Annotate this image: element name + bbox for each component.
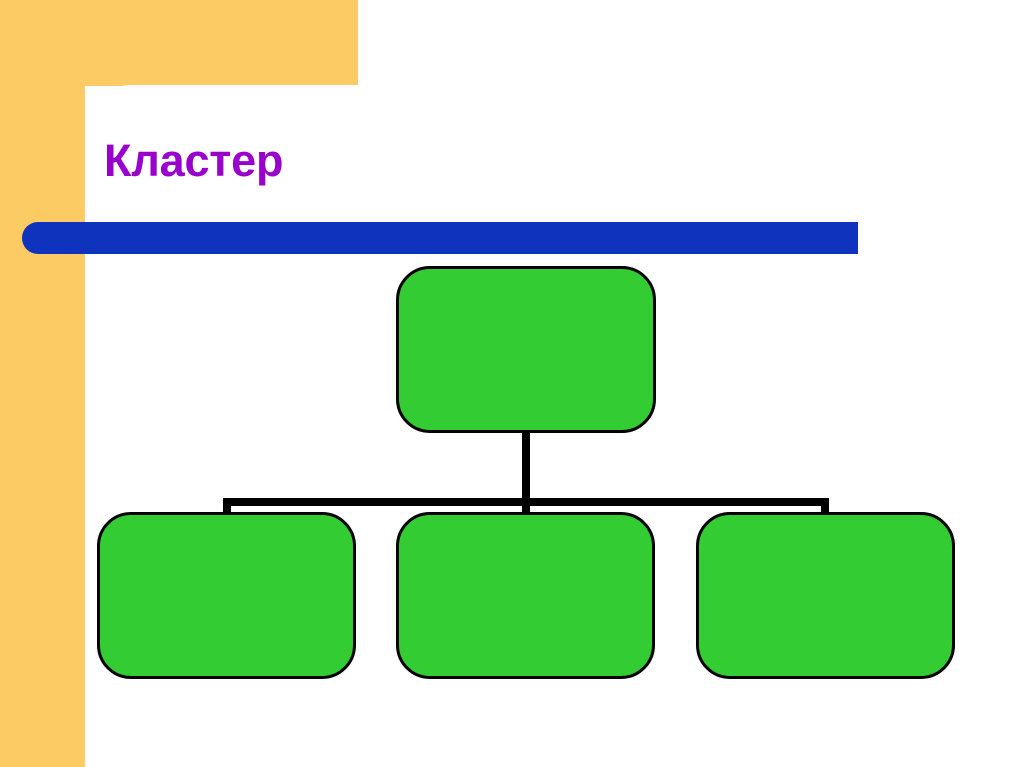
diagram-node-child-1[interactable] <box>97 512 356 679</box>
connector-drop-child-2 <box>522 498 530 516</box>
diagram-node-child-2[interactable] <box>396 512 655 679</box>
title-underline-bar <box>22 222 858 254</box>
top-accent-band <box>0 0 358 86</box>
connector-root-stem <box>522 430 530 502</box>
page-title: Кластер <box>104 135 284 186</box>
connector-drop-child-3 <box>821 498 829 516</box>
left-accent-band <box>0 0 85 767</box>
connector-drop-child-1 <box>223 498 231 516</box>
diagram-node-child-3[interactable] <box>696 512 955 679</box>
diagram-node-root[interactable] <box>396 266 656 433</box>
